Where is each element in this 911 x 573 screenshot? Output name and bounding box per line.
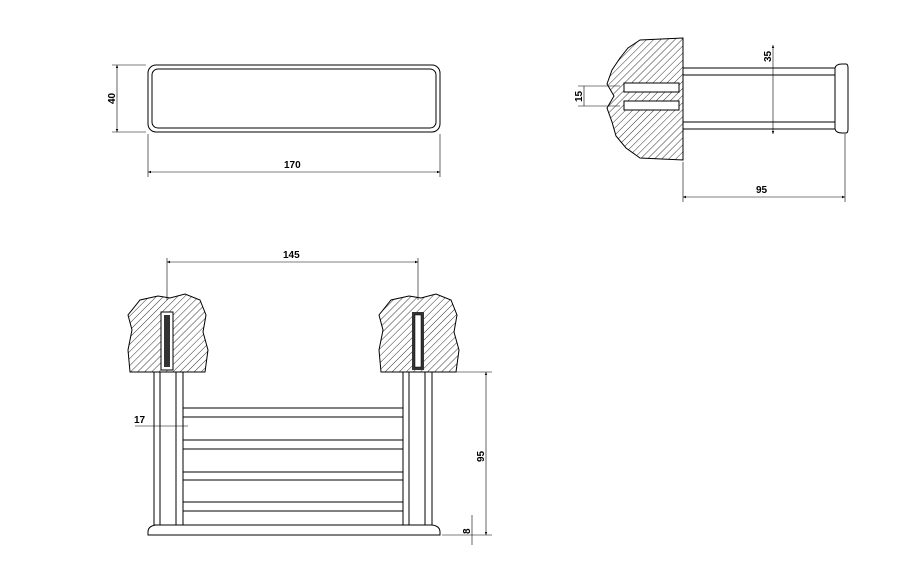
shelf-bars (183, 407, 403, 512)
top-view: 40 170 (107, 64, 441, 177)
dim-post-width-label: 17 (134, 415, 146, 426)
dim-base-label: 8 (462, 528, 473, 534)
dim-tube-label: 35 (763, 50, 774, 62)
dim-height-label: 40 (107, 92, 118, 104)
side-view: 35 15 95 (574, 37, 849, 202)
dim-front-depth-label: 95 (476, 450, 487, 462)
dim-depth-label: 95 (756, 185, 768, 196)
wall-section (606, 37, 684, 161)
dim-post-spacing-label: 145 (283, 250, 300, 261)
front-view: 145 17 95 8 (127, 250, 492, 545)
dim-anchor-spacing-label: 15 (574, 90, 585, 102)
dim-width-label: 170 (284, 160, 301, 171)
